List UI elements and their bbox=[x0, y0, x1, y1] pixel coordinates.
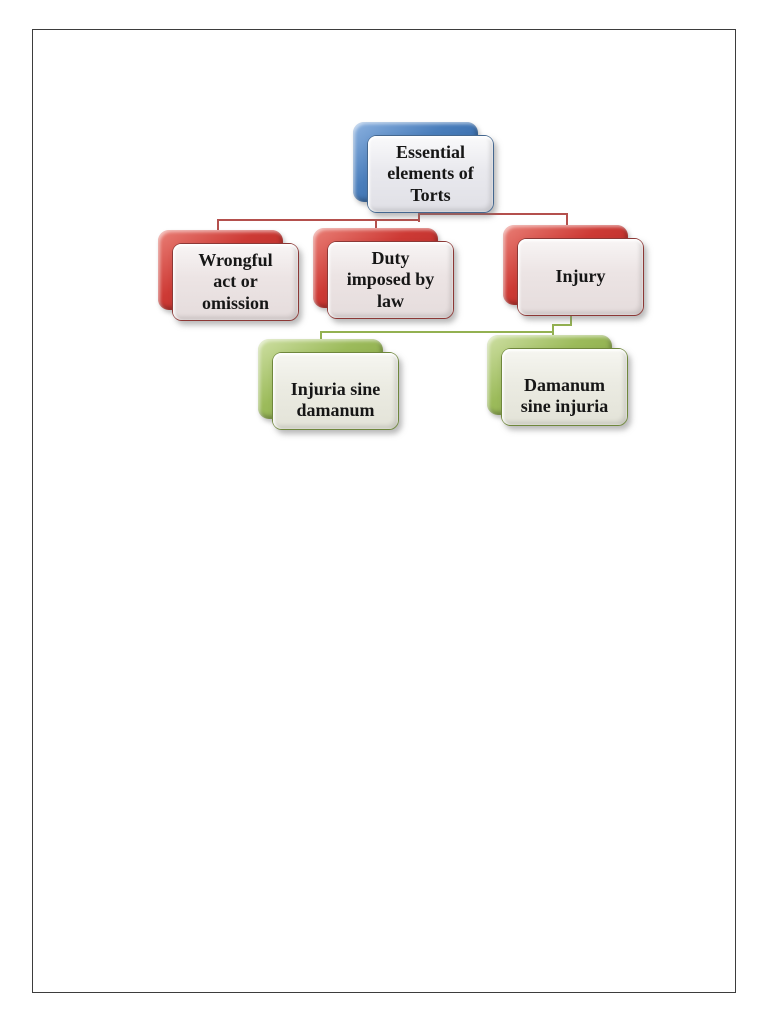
node-damanum-sine-injuria: Damanum sine injuria bbox=[487, 335, 630, 429]
node-label: Injuria sine damanum bbox=[290, 378, 381, 420]
node-card: Damanum sine injuria bbox=[501, 348, 628, 426]
connector-segment bbox=[320, 331, 554, 333]
node-duty-imposed-by-law: Duty imposed by law bbox=[313, 228, 456, 322]
page-border bbox=[32, 29, 736, 993]
node-card: Wrongful act or omission bbox=[172, 243, 299, 321]
node-label: Injury bbox=[555, 266, 606, 287]
connector-segment bbox=[552, 324, 554, 337]
node-injury: Injury bbox=[503, 225, 646, 319]
node-wrongful-act-or-omission: Wrongful act or omission bbox=[158, 230, 301, 324]
connector-segment bbox=[570, 313, 572, 326]
connector-segment bbox=[217, 219, 219, 232]
node-injuria-sine-damanum: Injuria sine damanum bbox=[258, 339, 401, 433]
node-essential-elements-of-torts: Essential elements of Torts bbox=[353, 122, 496, 216]
node-label: Duty imposed by law bbox=[346, 248, 435, 311]
node-card: Injuria sine damanum bbox=[272, 352, 399, 430]
connector-segment bbox=[566, 213, 568, 227]
connector-segment bbox=[418, 213, 568, 215]
node-card: Duty imposed by law bbox=[327, 241, 454, 319]
connector-segment bbox=[375, 219, 377, 230]
node-label: Essential elements of Torts bbox=[387, 142, 474, 205]
connector-segment bbox=[418, 211, 420, 222]
node-card: Injury bbox=[517, 238, 644, 316]
connector-segment bbox=[320, 331, 322, 341]
connector-segment bbox=[552, 324, 572, 326]
node-card: Essential elements of Torts bbox=[367, 135, 494, 213]
node-label: Wrongful act or omission bbox=[198, 250, 273, 313]
node-label: Damanum sine injuria bbox=[520, 374, 609, 416]
connector-segment bbox=[217, 219, 420, 221]
